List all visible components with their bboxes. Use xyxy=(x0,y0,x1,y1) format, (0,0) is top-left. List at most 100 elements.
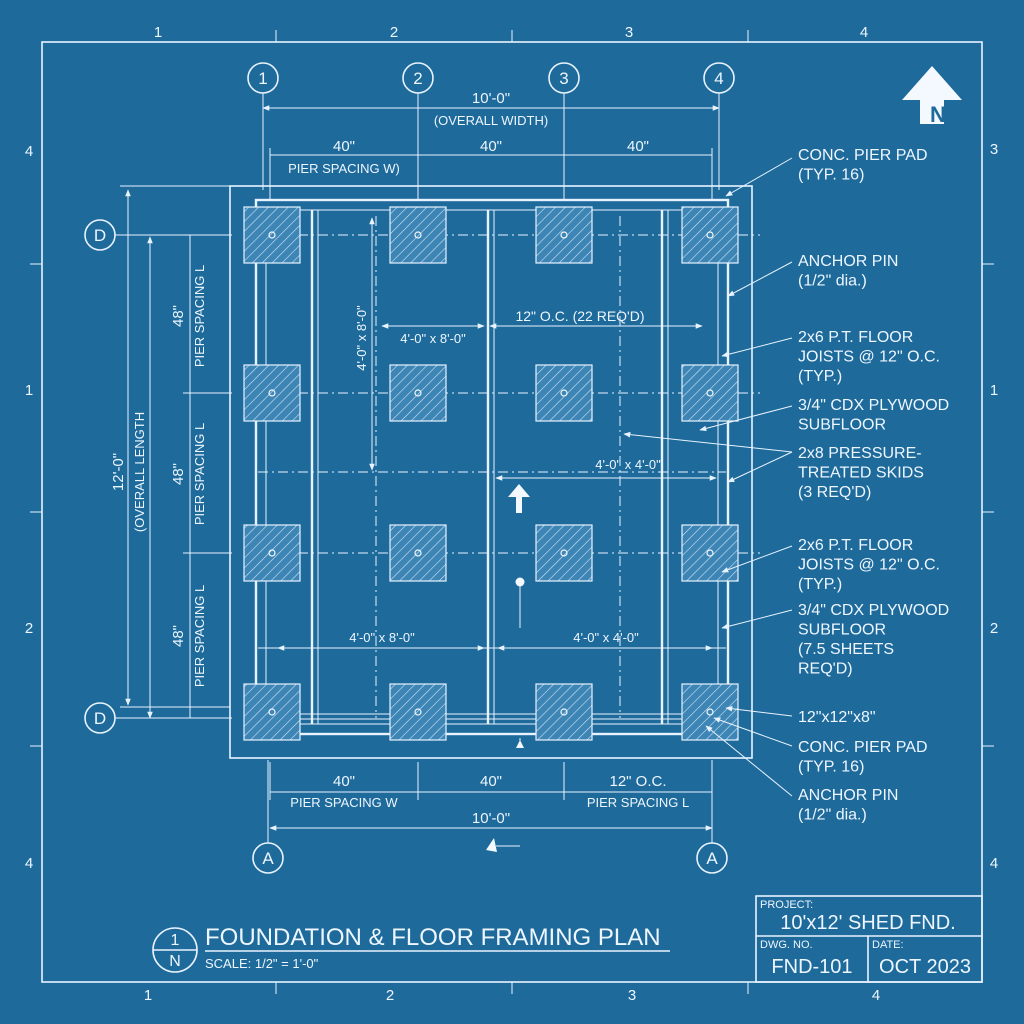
callout-note: 2x8 PRESSURE- TREATED SKIDS (3 REQ'D) xyxy=(798,445,924,501)
callout-note-line: ANCHOR PIN xyxy=(798,253,898,270)
pier-pad xyxy=(243,206,301,264)
top-dimensions: 10'-0" (OVERALL WIDTH) 40" 40" 40" PIER … xyxy=(262,90,720,200)
callout-note: CONC. PIER PAD(TYP. 16) xyxy=(798,147,928,184)
callout-note: 12"x12"x8" xyxy=(798,709,876,726)
north-arrow-label: N xyxy=(930,102,946,127)
pier-pad xyxy=(681,364,739,422)
callout-note-line: TREATED SKIDS xyxy=(798,465,924,482)
callout-note-line: REQ'D) xyxy=(798,661,853,678)
grid-reference-left: 4 1 2 4 xyxy=(25,143,33,872)
bottom-overall-value: 10'-0" xyxy=(472,810,510,827)
callout-note: 2x6 P.T. FLOOR JOISTS @ 12" O.C. (TYP.) xyxy=(798,329,940,385)
callout-note-line: 2x6 P.T. FLOOR xyxy=(798,329,913,346)
grid-ref-top-2: 2 xyxy=(390,24,398,41)
north-arrow-icon: N xyxy=(902,66,962,127)
drawing-number-label: DWG. NO. xyxy=(760,939,813,951)
sheet-size-bottom-right: 4'-0" x 4'-0" xyxy=(573,630,639,645)
column-bubble-label: 4 xyxy=(714,69,723,88)
sheet-size-middle-right: 4'-0" x 4'-0" xyxy=(595,457,661,472)
grid-ref-left-4: 4 xyxy=(25,855,33,872)
callout-note: ANCHOR PIN (1/2" dia.) xyxy=(798,253,898,290)
center-point xyxy=(515,577,525,587)
grid-reference-right: 3 1 2 4 xyxy=(990,141,998,872)
pier-pad xyxy=(389,364,447,422)
grid-ref-left-3: 2 xyxy=(25,620,33,637)
drawing-title: 1 N FOUNDATION & FLOOR FRAMING PLAN SCAL… xyxy=(152,924,670,973)
pier-pad xyxy=(535,364,593,422)
callout-note-line: (TYP.) xyxy=(798,368,842,385)
pier-pads xyxy=(243,206,739,741)
anchor-pin xyxy=(268,231,276,239)
grid-ref-right-2: 1 xyxy=(990,382,998,399)
bottom-dimensions: 40" 40" 12" O.C. PIER SPACING W PIER SPA… xyxy=(269,762,713,852)
anchor-pin xyxy=(560,549,568,557)
column-bubble-label: 1 xyxy=(258,69,267,88)
sheet-size-top-left: 4'-0" x 8'-0" xyxy=(400,331,466,346)
overall-width-value: 10'-0" xyxy=(472,90,510,107)
anchor-pin xyxy=(560,231,568,239)
center-marker-icon xyxy=(508,484,530,513)
joist-spacing-note: 12" O.C. (22 REQ'D) xyxy=(515,308,644,324)
pier-pad xyxy=(535,524,593,582)
title-bubble-sheet: N xyxy=(169,953,181,970)
pier-pad xyxy=(535,206,593,264)
title-text: FOUNDATION & FLOOR FRAMING PLAN xyxy=(205,924,661,951)
grid-ref-top-1: 1 xyxy=(154,24,162,41)
callout-note-line: 3/4" CDX PLYWOOD xyxy=(798,397,949,414)
callout-leaders xyxy=(623,157,793,797)
grid-ref-bottom-2: 2 xyxy=(386,987,394,1004)
bottom-spacing-1: 40" xyxy=(333,773,355,790)
grid-ref-right-4: 4 xyxy=(990,855,998,872)
pier-pad xyxy=(389,524,447,582)
pier-spacing-w-label: PIER SPACING W) xyxy=(288,161,400,176)
callout-note-line: (TYP. 16) xyxy=(798,759,864,776)
anchor-pin xyxy=(414,549,422,557)
callout-note-line: (1/2" dia.) xyxy=(798,807,867,824)
callout-note-line: 2x8 PRESSURE- xyxy=(798,445,922,462)
pier-pad xyxy=(535,683,593,741)
pier-pad xyxy=(681,683,739,741)
callout-note-line: (7.5 SHEETS xyxy=(798,641,894,658)
grid-reference-top: 1 2 3 4 xyxy=(154,24,868,41)
callout-note-line: (1/2" dia.) xyxy=(798,273,867,290)
bottom-bubble-label: A xyxy=(262,849,274,868)
bottom-spacing-3: 12" O.C. xyxy=(609,773,666,790)
grid-ref-bottom-3: 3 xyxy=(628,987,636,1004)
anchor-pin xyxy=(414,389,422,397)
column-bubble-label: 3 xyxy=(559,69,568,88)
project-value: 10'x12' SHED FND. xyxy=(780,912,955,934)
callout-note-line: 2x6 P.T. FLOOR xyxy=(798,537,913,554)
pier-pad xyxy=(389,206,447,264)
bottom-bubble-label: A xyxy=(706,849,718,868)
date-value: OCT 2023 xyxy=(879,956,971,978)
overall-length-value: 12'-0" xyxy=(110,453,127,491)
pier-pad xyxy=(243,364,301,422)
pier-pad xyxy=(681,206,739,264)
foundation-plan xyxy=(229,185,760,759)
callout-note-line: JOISTS @ 12" O.C. xyxy=(798,557,940,574)
rim-joist-inner xyxy=(265,209,719,725)
section-marker-icon xyxy=(486,838,497,852)
rim-joist-outer xyxy=(254,198,730,736)
title-bubble-number: 1 xyxy=(171,932,180,949)
pier-pad xyxy=(681,524,739,582)
outer-outline xyxy=(229,185,753,759)
callout-note-line: JOISTS @ 12" O.C. xyxy=(798,349,940,366)
top-spacing-2: 40" xyxy=(480,138,502,155)
anchor-pin xyxy=(706,389,714,397)
border-ticks xyxy=(30,30,994,994)
pier-spacing-l-label: PIER SPACING L xyxy=(192,265,207,367)
callout-note-line: (3 REQ'D) xyxy=(798,484,871,501)
grid-ref-top-3: 3 xyxy=(625,24,633,41)
pier-spacing-l-label: PIER SPACING L xyxy=(192,423,207,525)
grid-ref-top-4: 4 xyxy=(860,24,868,41)
grid-ref-right-1: 3 xyxy=(990,141,998,158)
anchor-pin xyxy=(414,708,422,716)
callout-notes: CONC. PIER PAD(TYP. 16) ANCHOR PIN (1/2" d… xyxy=(798,147,949,824)
row-bubble-label: D xyxy=(94,226,106,245)
grid-ref-right-3: 2 xyxy=(990,620,998,637)
